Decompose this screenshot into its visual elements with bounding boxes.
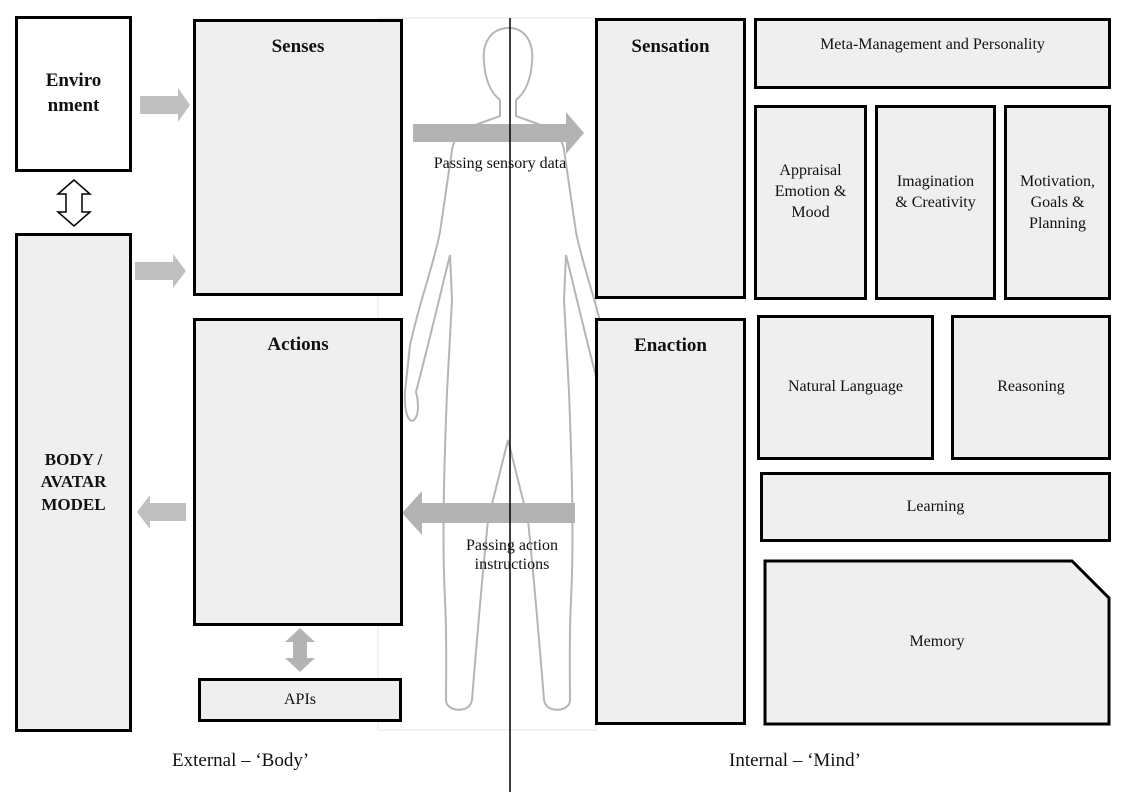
env-body-double-arrow — [56, 179, 92, 227]
sensation-label: Sensation — [631, 36, 710, 57]
human-silhouette-icon — [403, 26, 613, 711]
learning-box: Learning — [760, 472, 1111, 542]
apis-box: APIs — [198, 678, 402, 722]
apis-label: APIs — [283, 690, 316, 708]
motivation-label: Motivation, Goals & Planning — [1019, 173, 1096, 232]
imagination-box: Imagination & Creativity — [875, 105, 996, 300]
meta-management-label: Meta-Management and Personality — [820, 36, 1045, 53]
sensory-flow-label: Passing sensory data — [433, 155, 567, 172]
actions-box: Actions — [193, 318, 403, 626]
action-flow-label: Passing action instructions — [466, 537, 558, 574]
enaction-box: Enaction — [595, 318, 746, 725]
actions-label: Actions — [267, 334, 329, 355]
memory-box-shape — [763, 559, 1111, 726]
body-to-senses-arrow — [135, 254, 186, 288]
external-body-caption: External – ‘Body’ — [172, 750, 310, 771]
environment-label: Enviro nment — [45, 70, 102, 116]
memory-label: Memory — [909, 633, 965, 650]
motivation-box: Motivation, Goals & Planning — [1004, 105, 1111, 300]
appraisal-box: Appraisal Emotion & Mood — [754, 105, 867, 300]
actions-apis-double-arrow — [285, 628, 315, 672]
reasoning-label: Reasoning — [997, 378, 1065, 396]
internal-mind-caption: Internal – ‘Mind’ — [729, 750, 861, 771]
action-flow-arrow — [402, 491, 575, 535]
learning-label: Learning — [906, 497, 965, 515]
meta-management-box: Meta-Management and Personality — [754, 18, 1111, 89]
env-to-senses-arrow — [140, 88, 190, 122]
sensation-box: Sensation — [595, 18, 746, 299]
senses-label: Senses — [271, 36, 325, 57]
sensory-flow-arrow — [413, 112, 584, 154]
natural-language-label: Natural Language — [787, 378, 904, 396]
enaction-label: Enaction — [634, 335, 707, 356]
actions-to-body-arrow — [137, 495, 186, 529]
senses-box: Senses — [193, 19, 403, 296]
body-avatar-label: BODY / AVATAR MODEL — [40, 450, 107, 514]
reasoning-box: Reasoning — [951, 315, 1111, 460]
environment-box: Enviro nment — [15, 16, 132, 172]
natural-language-box: Natural Language — [757, 315, 934, 460]
imagination-label: Imagination & Creativity — [895, 173, 976, 211]
appraisal-label: Appraisal Emotion & Mood — [774, 162, 847, 221]
body-avatar-box: BODY / AVATAR MODEL — [15, 233, 132, 732]
